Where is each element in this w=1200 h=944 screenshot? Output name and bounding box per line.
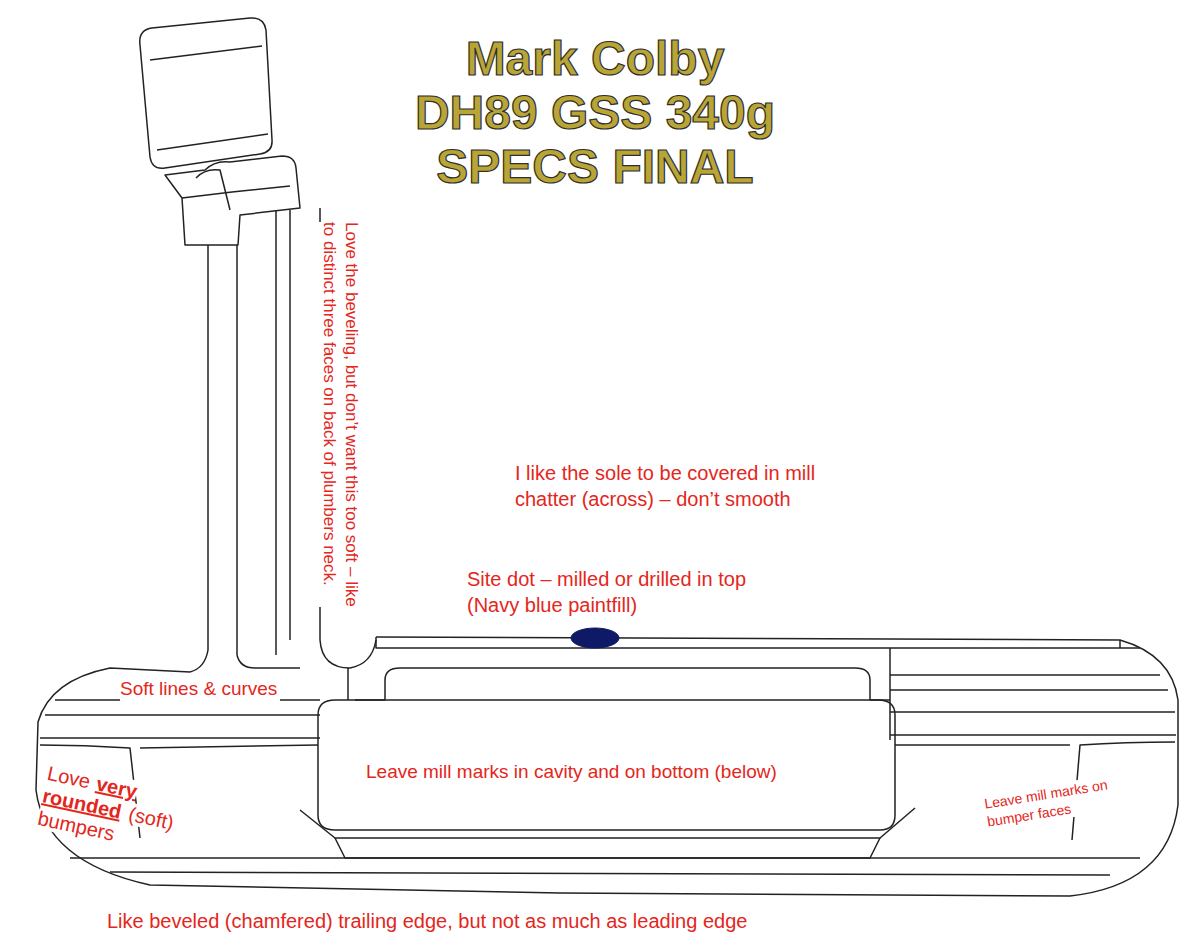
cavity-note: Leave mill marks in cavity and on bottom…: [366, 760, 779, 785]
sole-note: I like the sole to be covered in mill ch…: [515, 460, 818, 512]
neck-note: Love the beveling, but don’t want this t…: [318, 222, 362, 607]
trailing-edge-note: Like beveled (chamfered) trailing edge, …: [107, 908, 750, 934]
diagram-title: Mark Colby DH89 GSS 340g SPECS FINAL: [405, 32, 785, 194]
curves-note: Soft lines & curves: [120, 677, 280, 702]
site-dot-note: Site dot – milled or drilled in top (Nav…: [467, 566, 749, 618]
bumper-note: Loveveryrounded(soft)bumpers: [34, 762, 216, 871]
note-word: (soft): [127, 803, 176, 834]
bumper-face-note: Leave mill marks on bumper faces: [983, 772, 1137, 831]
